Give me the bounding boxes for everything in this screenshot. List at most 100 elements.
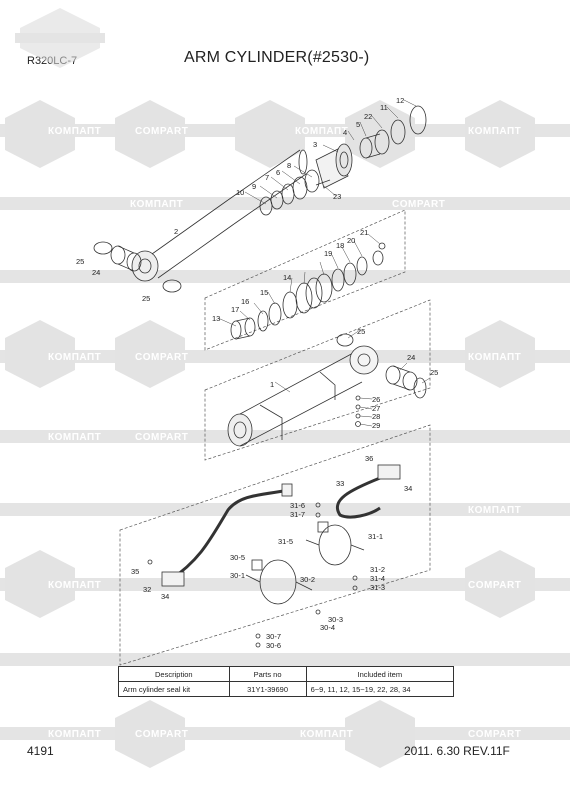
callout-31-6: 31-6 bbox=[290, 501, 305, 510]
cell-description: Arm cylinder seal kit bbox=[118, 681, 230, 697]
page-number: 4191 bbox=[27, 744, 54, 758]
callout-22: 22 bbox=[364, 112, 372, 121]
callout-31-5: 31-5 bbox=[278, 537, 293, 546]
bolt bbox=[315, 179, 331, 186]
callout-25b: 25 bbox=[430, 368, 438, 377]
pipe-33 bbox=[336, 464, 401, 519]
callout-12: 12 bbox=[396, 96, 404, 105]
piston-group-frame bbox=[204, 209, 406, 351]
column-header-included-item: Included item bbox=[305, 666, 455, 682]
watermark-text: КОМПАПТ bbox=[295, 126, 348, 137]
callout-30-3: 30-3 bbox=[328, 615, 343, 624]
callout-18: 18 bbox=[336, 241, 344, 250]
cylinder-tube bbox=[227, 345, 379, 447]
callout-31-3: 31-3 bbox=[370, 583, 385, 592]
seal-ring bbox=[336, 333, 354, 347]
callout-31-4: 31-4 bbox=[370, 574, 385, 583]
head-outer-seals bbox=[359, 105, 427, 159]
callout-7: 7 bbox=[265, 173, 269, 182]
callout-5: 5 bbox=[356, 120, 360, 129]
callout-31-2: 31-2 bbox=[370, 565, 385, 574]
column-header-description: Description bbox=[118, 666, 230, 682]
group-frames bbox=[119, 209, 431, 666]
callout-16: 16 bbox=[241, 297, 249, 306]
callout-24: 24 bbox=[92, 268, 100, 277]
watermark-tile bbox=[15, 8, 105, 68]
watermark-text: COMPART bbox=[135, 352, 188, 363]
bushing bbox=[110, 245, 142, 272]
callout-29: 29 bbox=[372, 421, 380, 430]
seal-kit-table: Description Parts no Included item Arm c… bbox=[118, 666, 455, 697]
watermark-text: COMPART bbox=[468, 729, 521, 740]
watermark-text: КОМПАПТ bbox=[300, 729, 353, 740]
callout-31-1: 31-1 bbox=[368, 532, 383, 541]
callout-20: 20 bbox=[347, 236, 355, 245]
callout-19: 19 bbox=[324, 249, 332, 258]
piston-parts bbox=[230, 242, 386, 340]
callout-28: 28 bbox=[372, 412, 380, 421]
watermark-text: КОМПАПТ bbox=[468, 505, 521, 516]
table-header-row: Description Parts no Included item bbox=[118, 666, 455, 682]
callout-4: 4 bbox=[343, 128, 347, 137]
callout-31-7: 31-7 bbox=[290, 510, 305, 519]
callout-2: 2 bbox=[174, 227, 178, 236]
callout-23: 23 bbox=[333, 192, 341, 201]
callout-25c: 25 bbox=[142, 294, 150, 303]
callout-36: 36 bbox=[365, 454, 373, 463]
watermark-hexes bbox=[5, 100, 535, 768]
seal-ring bbox=[162, 279, 182, 293]
callout-11: 11 bbox=[380, 103, 388, 112]
watermark-text: КОМПАПТ bbox=[48, 126, 101, 137]
callout-30-5: 30-5 bbox=[230, 553, 245, 562]
callout-13: 13 bbox=[212, 314, 220, 323]
watermark-text: COMPART bbox=[135, 126, 188, 137]
callout-9: 9 bbox=[252, 182, 256, 191]
pipe-group-frame bbox=[119, 424, 431, 666]
watermark-text: COMPART bbox=[392, 199, 445, 210]
page-title: ARM CYLINDER(#2530-) bbox=[184, 49, 370, 66]
watermark-text: КОМПАПТ bbox=[130, 199, 183, 210]
bushing bbox=[385, 365, 418, 391]
tube-group-frame bbox=[204, 299, 431, 461]
revision-date: 2011. 6.30 REV.11F bbox=[404, 744, 510, 758]
seal-ring bbox=[93, 241, 113, 255]
callout-34b: 34 bbox=[161, 592, 169, 601]
rod-eye bbox=[131, 149, 308, 282]
callout-30-6: 30-6 bbox=[266, 641, 281, 650]
callout-33: 33 bbox=[336, 479, 344, 488]
watermark-text: КОМПАПТ bbox=[48, 432, 101, 443]
watermark-labels: КОМПАПТ COMPART КОМПАПТ КОМПАПТ КОМПАПТ … bbox=[48, 126, 521, 740]
cylinder-head bbox=[315, 143, 353, 189]
watermark-text: COMPART bbox=[468, 580, 521, 591]
callout-25: 25 bbox=[76, 257, 84, 266]
watermark-text: КОМПАПТ bbox=[468, 352, 521, 363]
callout-6: 6 bbox=[276, 168, 280, 177]
callout-30-2: 30-2 bbox=[300, 575, 315, 584]
callout-32: 32 bbox=[143, 585, 151, 594]
callout-25d: 25 bbox=[357, 327, 365, 336]
watermark-text: КОМПАПТ bbox=[468, 126, 521, 137]
leader-lines bbox=[217, 99, 431, 427]
callout-30-1: 30-1 bbox=[230, 571, 245, 580]
cell-included-item: 6~9, 11, 12, 15~19, 22, 28, 34 bbox=[305, 681, 455, 697]
parts-drawings bbox=[93, 105, 427, 648]
clamp-30 bbox=[245, 559, 313, 605]
watermark-text: COMPART bbox=[135, 432, 188, 443]
callout-1: 1 bbox=[270, 380, 274, 389]
callout-8: 8 bbox=[287, 161, 291, 170]
watermark-text: КОМПАПТ bbox=[48, 580, 101, 591]
callout-3: 3 bbox=[313, 140, 317, 149]
watermark-text: КОМПАПТ bbox=[48, 352, 101, 363]
callout-15: 15 bbox=[260, 288, 268, 297]
callout-26: 26 bbox=[372, 395, 380, 404]
callout-17: 17 bbox=[231, 305, 239, 314]
callout-21: 21 bbox=[360, 228, 368, 237]
callout-35: 35 bbox=[131, 567, 139, 576]
callout-24b: 24 bbox=[407, 353, 415, 362]
head-seals bbox=[259, 169, 320, 216]
callout-34: 34 bbox=[404, 484, 412, 493]
clamp-bolts bbox=[147, 502, 358, 648]
seal-ring bbox=[413, 377, 427, 399]
column-header-parts-no: Parts no bbox=[228, 666, 307, 682]
